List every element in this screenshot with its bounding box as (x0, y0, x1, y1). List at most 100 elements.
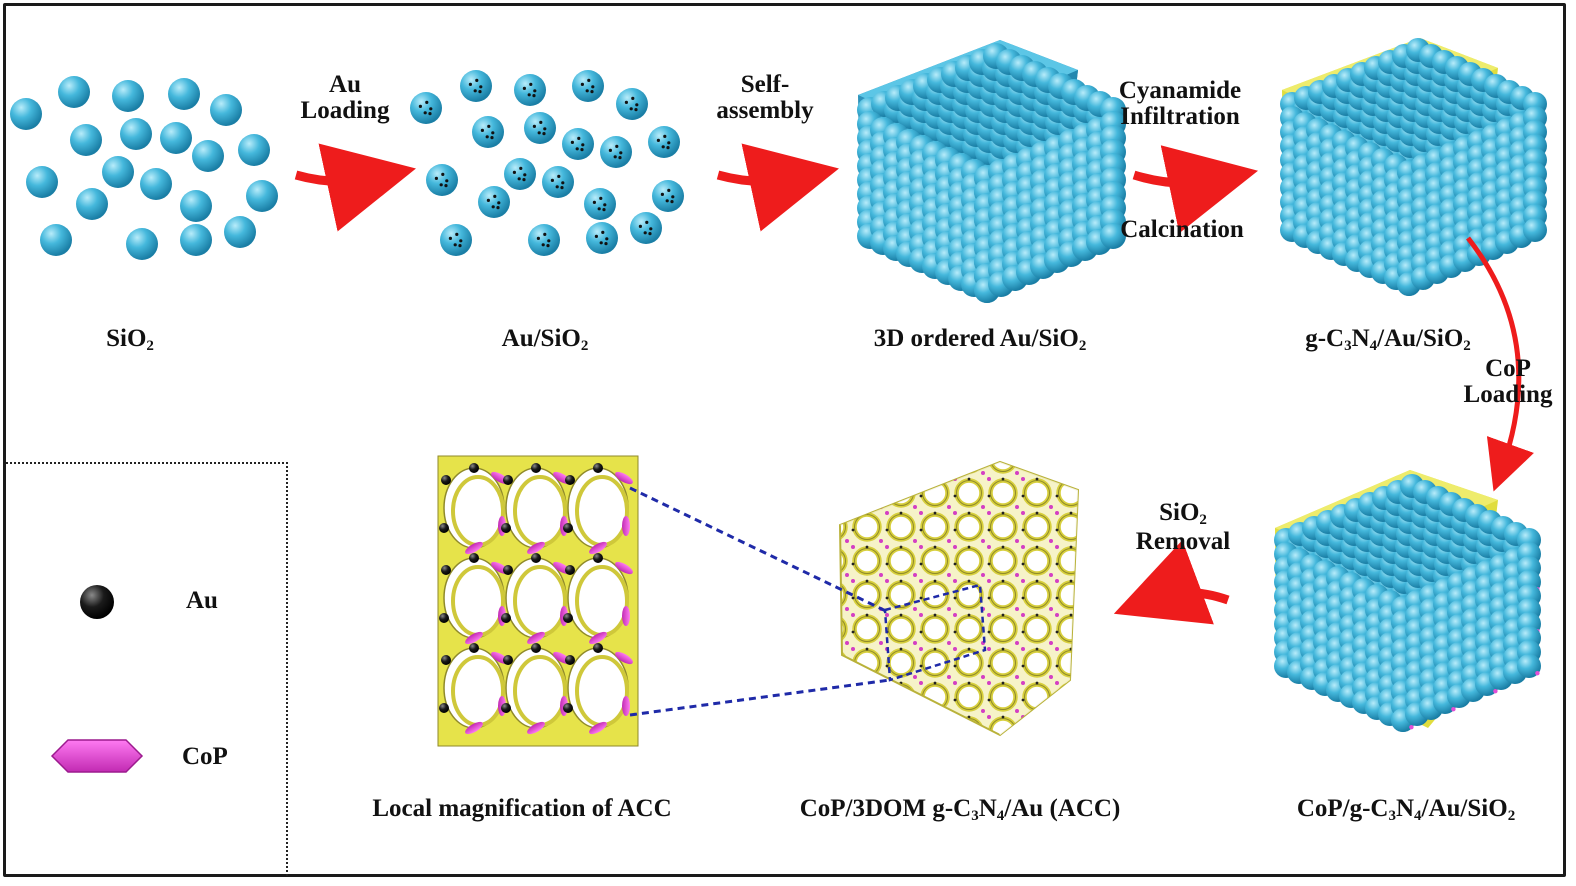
au-particle (531, 553, 541, 563)
au-dot (592, 200, 597, 204)
step-cop-loading: CoP Loading (1463, 355, 1553, 409)
silica-sphere (58, 76, 90, 108)
arrow-self-assembly (716, 143, 839, 232)
au-particle (565, 565, 575, 575)
au-dot (663, 134, 667, 138)
au-dot (428, 112, 432, 116)
silica-sphere (652, 180, 684, 212)
cop-dot (1535, 671, 1540, 676)
au-dot (671, 195, 675, 199)
au-dot (532, 94, 536, 98)
silica-sphere (1100, 223, 1126, 249)
silica-sphere (584, 188, 616, 220)
au-dot (555, 185, 559, 189)
cop-particle (615, 471, 633, 485)
silica-sphere (76, 188, 108, 220)
sio2-particles (10, 76, 278, 260)
cop-particle (527, 721, 545, 735)
silica-sphere (246, 180, 278, 212)
au-particle (563, 613, 573, 623)
silica-sphere (238, 134, 270, 166)
au-particle (563, 703, 573, 713)
au-dot (661, 145, 665, 149)
au-dot (490, 136, 494, 140)
cube-gcn-au-sio2 (1280, 38, 1547, 296)
au-dot (523, 173, 527, 177)
au-dot (418, 104, 422, 108)
au-dot (570, 140, 575, 144)
au-dot (455, 232, 459, 236)
silica-sphere (140, 168, 172, 200)
au-dot (480, 128, 484, 132)
silica-sphere (572, 70, 604, 102)
au-particle (565, 475, 575, 485)
au-dot (597, 207, 601, 211)
cop-particle (589, 721, 607, 735)
step-cop-loading-line2: Loading (1463, 381, 1553, 409)
au-dot (666, 146, 670, 150)
au-dot (475, 78, 479, 82)
au-dot (522, 86, 527, 90)
au-dot (527, 93, 531, 97)
au-dot (497, 201, 501, 205)
au-dot (532, 124, 537, 128)
silica-sphere (180, 224, 212, 256)
au-dot (560, 186, 564, 190)
au-dot (603, 203, 607, 207)
au-dot (643, 231, 647, 235)
au-sio2-particles (410, 70, 684, 256)
cop-particle (465, 721, 483, 735)
silica-sphere (504, 158, 536, 190)
au-dot (543, 232, 547, 236)
au-dot (541, 243, 545, 247)
cop-dot (1451, 707, 1456, 712)
silica-sphere (126, 228, 158, 260)
silica-sphere (210, 94, 242, 126)
au-dot (487, 124, 491, 128)
au-particle (593, 463, 603, 473)
au-dot (493, 194, 497, 198)
cop-particle (615, 651, 633, 665)
au-dot (591, 85, 595, 89)
arrow-cop-loading (1466, 236, 1534, 492)
au-dot (491, 205, 495, 209)
cop-particle (589, 631, 607, 645)
label-au-sio2: Au/SiO2 (501, 325, 589, 354)
arrow-sio2-removal (1113, 540, 1230, 625)
silica-sphere (160, 122, 192, 154)
au-particle (439, 703, 449, 713)
au-dot (441, 172, 445, 176)
cop-particle (622, 696, 630, 716)
step-self-assembly-line2: assembly (716, 97, 814, 125)
au-dot (533, 89, 537, 93)
au-dot (473, 89, 477, 93)
silica-sphere (524, 112, 556, 144)
au-dot (608, 148, 613, 152)
au-particle (441, 565, 451, 575)
au-dot (667, 141, 671, 145)
arrow-cyanamide (1132, 145, 1259, 234)
au-dot (604, 242, 608, 246)
au-dot (575, 147, 579, 151)
au-particle (565, 655, 575, 665)
au-dot (517, 177, 521, 181)
au-particle (441, 655, 451, 665)
au-particle (439, 613, 449, 623)
au-dot (648, 232, 652, 236)
cop-particle (589, 541, 607, 555)
au-particle (469, 553, 479, 563)
silica-sphere (600, 136, 632, 168)
silica-sphere (616, 88, 648, 120)
au-particle (593, 643, 603, 653)
au-particle (441, 475, 451, 485)
au-dot (613, 155, 617, 159)
silica-sphere (112, 80, 144, 112)
step-sio2-removal-line2: Removal (1135, 527, 1231, 555)
au-dot (478, 90, 482, 94)
au-dot (618, 156, 622, 160)
au-dot (458, 244, 462, 248)
au-dot (590, 90, 594, 94)
legend-cop-label: CoP (182, 743, 228, 770)
